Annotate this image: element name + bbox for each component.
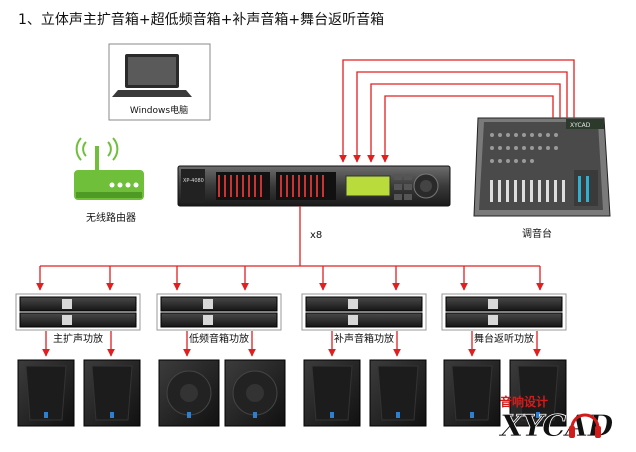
mixer-signal-lines <box>339 59 575 163</box>
amp-group-label: 主扩声功放 <box>53 332 103 345</box>
diagram-title: 1、立体声主扩音箱+超低频音箱+补声音箱+舞台返听音箱 <box>18 11 384 28</box>
output-signal-lines <box>36 206 544 291</box>
wireless-router: 无线路由器 <box>74 137 144 224</box>
channel-multiplier: x8 <box>310 230 322 241</box>
amp-group: 主扩声功放 <box>15 293 141 427</box>
power-amplifier <box>445 312 563 328</box>
speaker-cabinet <box>509 359 567 427</box>
mixer-label: 调音台 <box>522 227 552 240</box>
power-amplifier <box>445 296 563 312</box>
processor-lcd <box>345 175 391 197</box>
watermark-brand-text: XYCAD <box>498 409 613 444</box>
windows-computer: Windows电脑 <box>108 43 211 121</box>
router-label: 无线路由器 <box>86 211 136 224</box>
speaker-cabinet <box>158 359 220 427</box>
speaker-cabinet <box>83 359 141 427</box>
mixer-console: XYCAD 调音台 <box>473 117 611 240</box>
power-amplifier <box>19 296 137 312</box>
power-amplifier <box>305 296 423 312</box>
audio-processor: XP-4080 <box>177 165 451 207</box>
power-amplifier <box>160 296 278 312</box>
wifi-icon <box>75 137 119 161</box>
power-amplifier <box>19 312 137 328</box>
xycad-watermark: 音响设计 XYCAD <box>498 394 615 444</box>
mixer-brand: XYCAD <box>570 122 591 129</box>
headphone-icon <box>570 413 600 429</box>
laptop-icon <box>112 54 192 97</box>
speaker-cabinet <box>443 359 501 427</box>
processor-model: XP-4080 <box>183 178 204 184</box>
power-amplifier <box>305 312 423 328</box>
speaker-cabinet <box>369 359 427 427</box>
speaker-cabinet <box>17 359 75 427</box>
speaker-cabinet <box>224 359 286 427</box>
amp-group-label: 舞台返听功放 <box>474 332 534 345</box>
computer-label: Windows电脑 <box>130 104 188 116</box>
speaker-cabinet <box>303 359 361 427</box>
amp-group-label: 补声音箱功放 <box>334 332 394 345</box>
amp-group: 低频音箱功放 <box>156 293 286 427</box>
power-amplifier <box>160 312 278 328</box>
amp-group: 补声音箱功放 <box>301 293 427 427</box>
amp-group-label: 低频音箱功放 <box>189 332 249 345</box>
amp-group: 舞台返听功放 <box>441 293 567 427</box>
watermark-top-text: 音响设计 <box>500 394 548 409</box>
amp-groups: 主扩声功放 低频音箱功放 补声音箱功放 舞台返听功放 <box>15 293 567 427</box>
